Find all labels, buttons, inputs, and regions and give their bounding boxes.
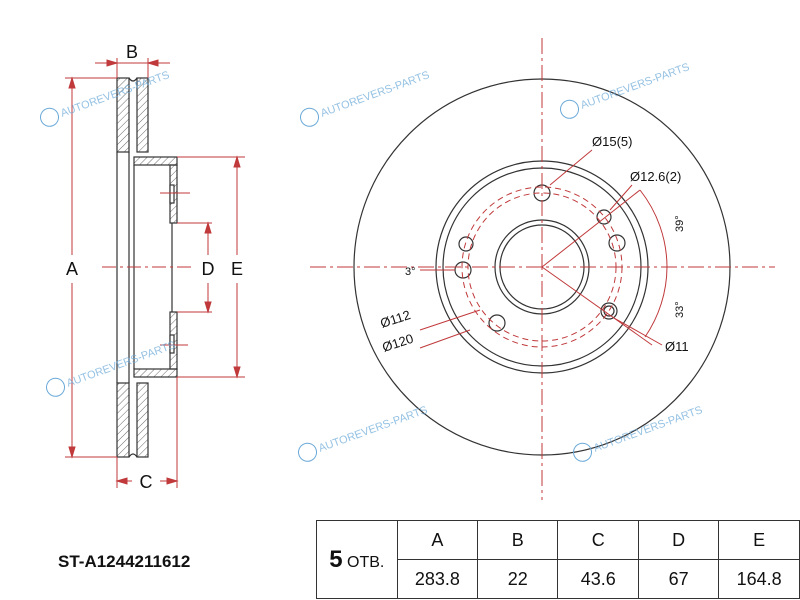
watermark-text: AUTOREVERS-PARTS [59, 69, 171, 120]
callout-pcd112: Ø112 [378, 307, 412, 331]
value-a: 283.8 [396, 559, 479, 599]
callout-hole126: Ø12.6(2) [630, 169, 681, 184]
watermark-text: AUTOREVERS-PARTS [592, 404, 704, 455]
front-dimensions [310, 38, 775, 500]
table-header-row: 5 ОТВ. A B C D E [316, 520, 800, 599]
label-c: C [140, 472, 153, 492]
watermark-text: AUTOREVERS-PARTS [319, 69, 431, 120]
header-c: C [557, 520, 639, 560]
label-e: E [231, 259, 243, 279]
header-d: D [637, 520, 720, 560]
value-b: 22 [477, 559, 559, 599]
callout-pcd120: Ø120 [380, 331, 415, 355]
value-e: 164.8 [718, 559, 800, 599]
holes-label: ОТВ. [347, 553, 385, 571]
side-dimensions [65, 58, 245, 488]
table-values-row: 283.8 22 43.6 67 164.8 [317, 559, 800, 599]
dimensions-table: 5 ОТВ. A B C D E 283.8 22 43.6 67 164.8 [316, 520, 800, 599]
part-number: ST-A1244211612 [58, 552, 191, 571]
label-a: A [66, 259, 78, 279]
watermark-text: AUTOREVERS-PARTS [317, 404, 429, 455]
callout-angle33: 33° [674, 301, 686, 318]
header-a: A [396, 520, 479, 560]
header-e: E [718, 520, 800, 560]
callout-hole15: Ø15(5) [592, 134, 632, 149]
label-d: D [202, 259, 215, 279]
side-view [116, 77, 178, 458]
header-b: B [477, 520, 559, 560]
callout-angle3: 3° [405, 266, 416, 278]
callout-angle39: 39° [674, 215, 686, 232]
value-d: 67 [637, 559, 720, 599]
label-b: B [126, 42, 138, 62]
value-c: 43.6 [557, 559, 639, 599]
callout-hole11: Ø11 [665, 339, 689, 354]
holes-cell: 5 ОТВ. [316, 520, 398, 599]
holes-count: 5 [329, 545, 343, 573]
watermark-text: AUTOREVERS-PARTS [65, 339, 177, 390]
